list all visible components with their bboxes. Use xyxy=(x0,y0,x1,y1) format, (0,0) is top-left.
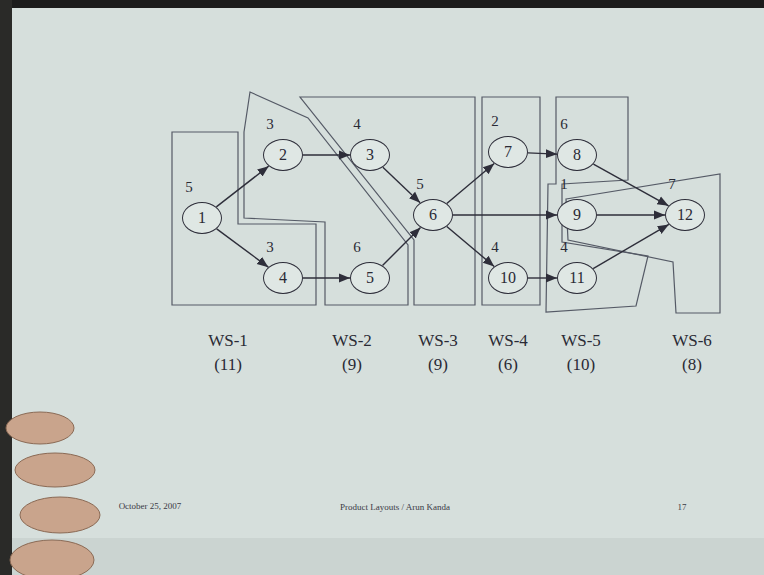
precedence-arrow xyxy=(383,167,420,202)
task-time: 3 xyxy=(266,240,274,255)
task-time: 5 xyxy=(416,177,424,192)
workstation-label: (9) xyxy=(342,356,362,373)
ws-outline xyxy=(546,97,648,312)
task-circle: 34 xyxy=(263,262,303,294)
task-number: 4 xyxy=(279,270,287,286)
workstation-label: (11) xyxy=(214,356,242,373)
precedence-arrow xyxy=(597,214,665,215)
task-circle: 51 xyxy=(182,202,222,234)
task-number: 7 xyxy=(504,144,512,160)
footer-text: October 25, 2007 xyxy=(119,502,182,511)
finger xyxy=(6,412,74,444)
task-time: 2 xyxy=(491,114,499,129)
precedence-arrow xyxy=(593,164,668,206)
task-time: 3 xyxy=(266,117,274,132)
task-number: 8 xyxy=(573,147,581,163)
workstation-outlines xyxy=(172,92,720,313)
precedence-arrow xyxy=(593,224,669,268)
task-time: 4 xyxy=(353,117,361,132)
precedence-arrow xyxy=(217,229,269,267)
finger xyxy=(20,497,100,533)
precedence-arrow xyxy=(447,164,494,204)
precedence-arrow xyxy=(528,153,557,154)
precedence-arrow xyxy=(453,214,557,215)
ws-outline xyxy=(482,97,540,305)
precedence-arrow xyxy=(216,166,268,207)
workstation-label: WS-4 xyxy=(488,332,528,349)
task-time: 6 xyxy=(353,240,361,255)
task-number: 12 xyxy=(677,207,693,223)
task-circle: 43 xyxy=(350,139,390,171)
top-edge-band xyxy=(0,0,764,8)
workstation-label: WS-3 xyxy=(418,332,458,349)
workstation-label: (10) xyxy=(567,356,595,373)
workstation-label: WS-2 xyxy=(332,332,372,349)
task-circle: 410 xyxy=(488,262,528,294)
workstation-label: (8) xyxy=(682,356,702,373)
left-edge-band xyxy=(0,0,12,575)
task-number: 3 xyxy=(366,147,374,163)
precedence-arrow xyxy=(303,277,350,278)
task-circle: 712 xyxy=(665,199,705,231)
task-circle: 27 xyxy=(488,136,528,168)
task-time: 5 xyxy=(185,180,193,195)
ws-outline xyxy=(244,92,408,305)
task-time: 4 xyxy=(560,240,568,255)
finger xyxy=(15,453,95,487)
precedence-arrow xyxy=(528,277,557,278)
footer-text: Product Layouts / Arun Kanda xyxy=(340,503,450,512)
workstation-label: WS-5 xyxy=(561,332,601,349)
task-time: 6 xyxy=(560,117,568,132)
workstation-label: (9) xyxy=(428,356,448,373)
task-circle: 56 xyxy=(413,199,453,231)
precedence-arrow xyxy=(303,154,350,155)
workstation-label: WS-6 xyxy=(672,332,712,349)
task-number: 9 xyxy=(573,207,581,223)
footer-text: 17 xyxy=(678,503,687,512)
task-circle: 68 xyxy=(557,139,597,171)
task-circle: 32 xyxy=(263,139,303,171)
task-time: 4 xyxy=(491,240,499,255)
finger xyxy=(10,540,94,575)
workstation-label: (6) xyxy=(498,356,518,373)
task-number: 5 xyxy=(366,270,374,286)
task-circle: 19 xyxy=(557,199,597,231)
task-time: 7 xyxy=(668,177,676,192)
task-circle: 65 xyxy=(350,262,390,294)
precedence-arrow xyxy=(382,227,420,265)
task-number: 6 xyxy=(429,207,437,223)
task-number: 1 xyxy=(198,210,206,226)
task-number: 11 xyxy=(569,270,584,286)
task-time: 1 xyxy=(560,177,568,192)
fingers xyxy=(6,412,100,575)
precedence-arrow xyxy=(447,227,494,267)
paper-bottom xyxy=(12,538,764,575)
ws-outline xyxy=(566,174,720,313)
workstation-label: WS-1 xyxy=(208,332,248,349)
task-circle: 411 xyxy=(557,262,597,294)
task-number: 2 xyxy=(279,147,287,163)
task-number: 10 xyxy=(500,270,516,286)
